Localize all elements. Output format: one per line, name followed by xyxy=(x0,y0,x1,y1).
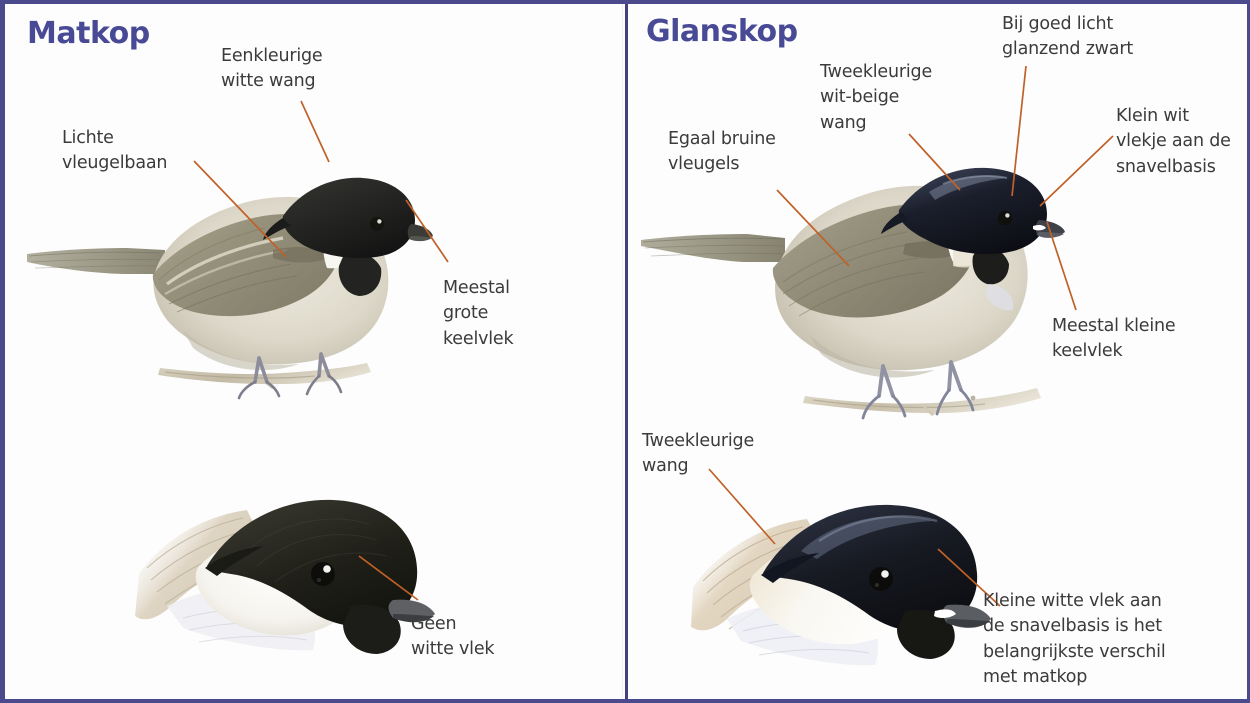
illustration-glanskop-head xyxy=(683,459,1003,699)
glanskop-body-svg xyxy=(641,167,1065,420)
callout-eenkleurige-witte-wang: Eenkleurige witte wang xyxy=(221,46,323,92)
callout-tweekleurige-wit-beige-wang: Tweekleurige wit-beige wang xyxy=(820,62,933,133)
tail-shape xyxy=(27,248,165,274)
eye-shape xyxy=(369,216,385,232)
panel-glanskop: Glanskop xyxy=(628,4,1247,699)
throat-patch-shape xyxy=(343,604,401,654)
white-spot-beak-base xyxy=(934,609,956,619)
tail-shape xyxy=(641,234,785,262)
callout-tweekleurige-wang: Tweekleurige wang xyxy=(642,431,755,477)
glanskop-head-svg xyxy=(691,504,991,666)
throat-patch-shape xyxy=(972,245,1009,285)
callout-geen-witte-vlek: Geen witte vlek xyxy=(411,614,495,660)
white-spot-beak-base xyxy=(1033,224,1046,231)
callout-meestal-grote-keelvlek: Meestal grote keelvlek xyxy=(443,278,514,349)
matkop-head-svg xyxy=(135,499,435,654)
branch-shape xyxy=(803,388,1041,414)
eye-shape xyxy=(869,567,893,591)
eye-shape xyxy=(311,562,335,586)
throat-patch-shape xyxy=(338,251,382,296)
callout-egaal-bruine-vleugels: Egaal bruine vleugels xyxy=(668,129,776,175)
eye-shape xyxy=(997,210,1013,226)
head-cap-shape xyxy=(763,504,978,632)
illustration-matkop-head xyxy=(125,456,445,696)
head-cap-shape xyxy=(282,177,415,259)
callout-kleine-witte-vlek-verschil: Kleine witte vlek aan de snavelbasis is … xyxy=(983,591,1166,688)
callout-bij-goed-licht-glanzend-zwart: Bij goed licht glanzend zwart xyxy=(1002,14,1133,60)
illustration-glanskop-full-body xyxy=(633,134,1073,434)
throat-patch-shape xyxy=(897,609,955,659)
panel-title-matkop: Matkop xyxy=(27,16,150,51)
panel-title-glanskop: Glanskop xyxy=(646,14,798,49)
callout-lichte-vleugelbaan: Lichte vleugelbaan xyxy=(62,128,168,174)
leg-shape xyxy=(253,356,269,384)
leg-shape xyxy=(877,364,895,398)
callout-meestal-kleine-keelvlek: Meestal kleine keelvlek xyxy=(1052,316,1176,362)
callout-klein-wit-vlekje: Klein wit vlekje aan de snavelbasis xyxy=(1116,106,1231,177)
panel-divider xyxy=(622,4,628,699)
panel-matkop: Matkop xyxy=(5,4,622,699)
